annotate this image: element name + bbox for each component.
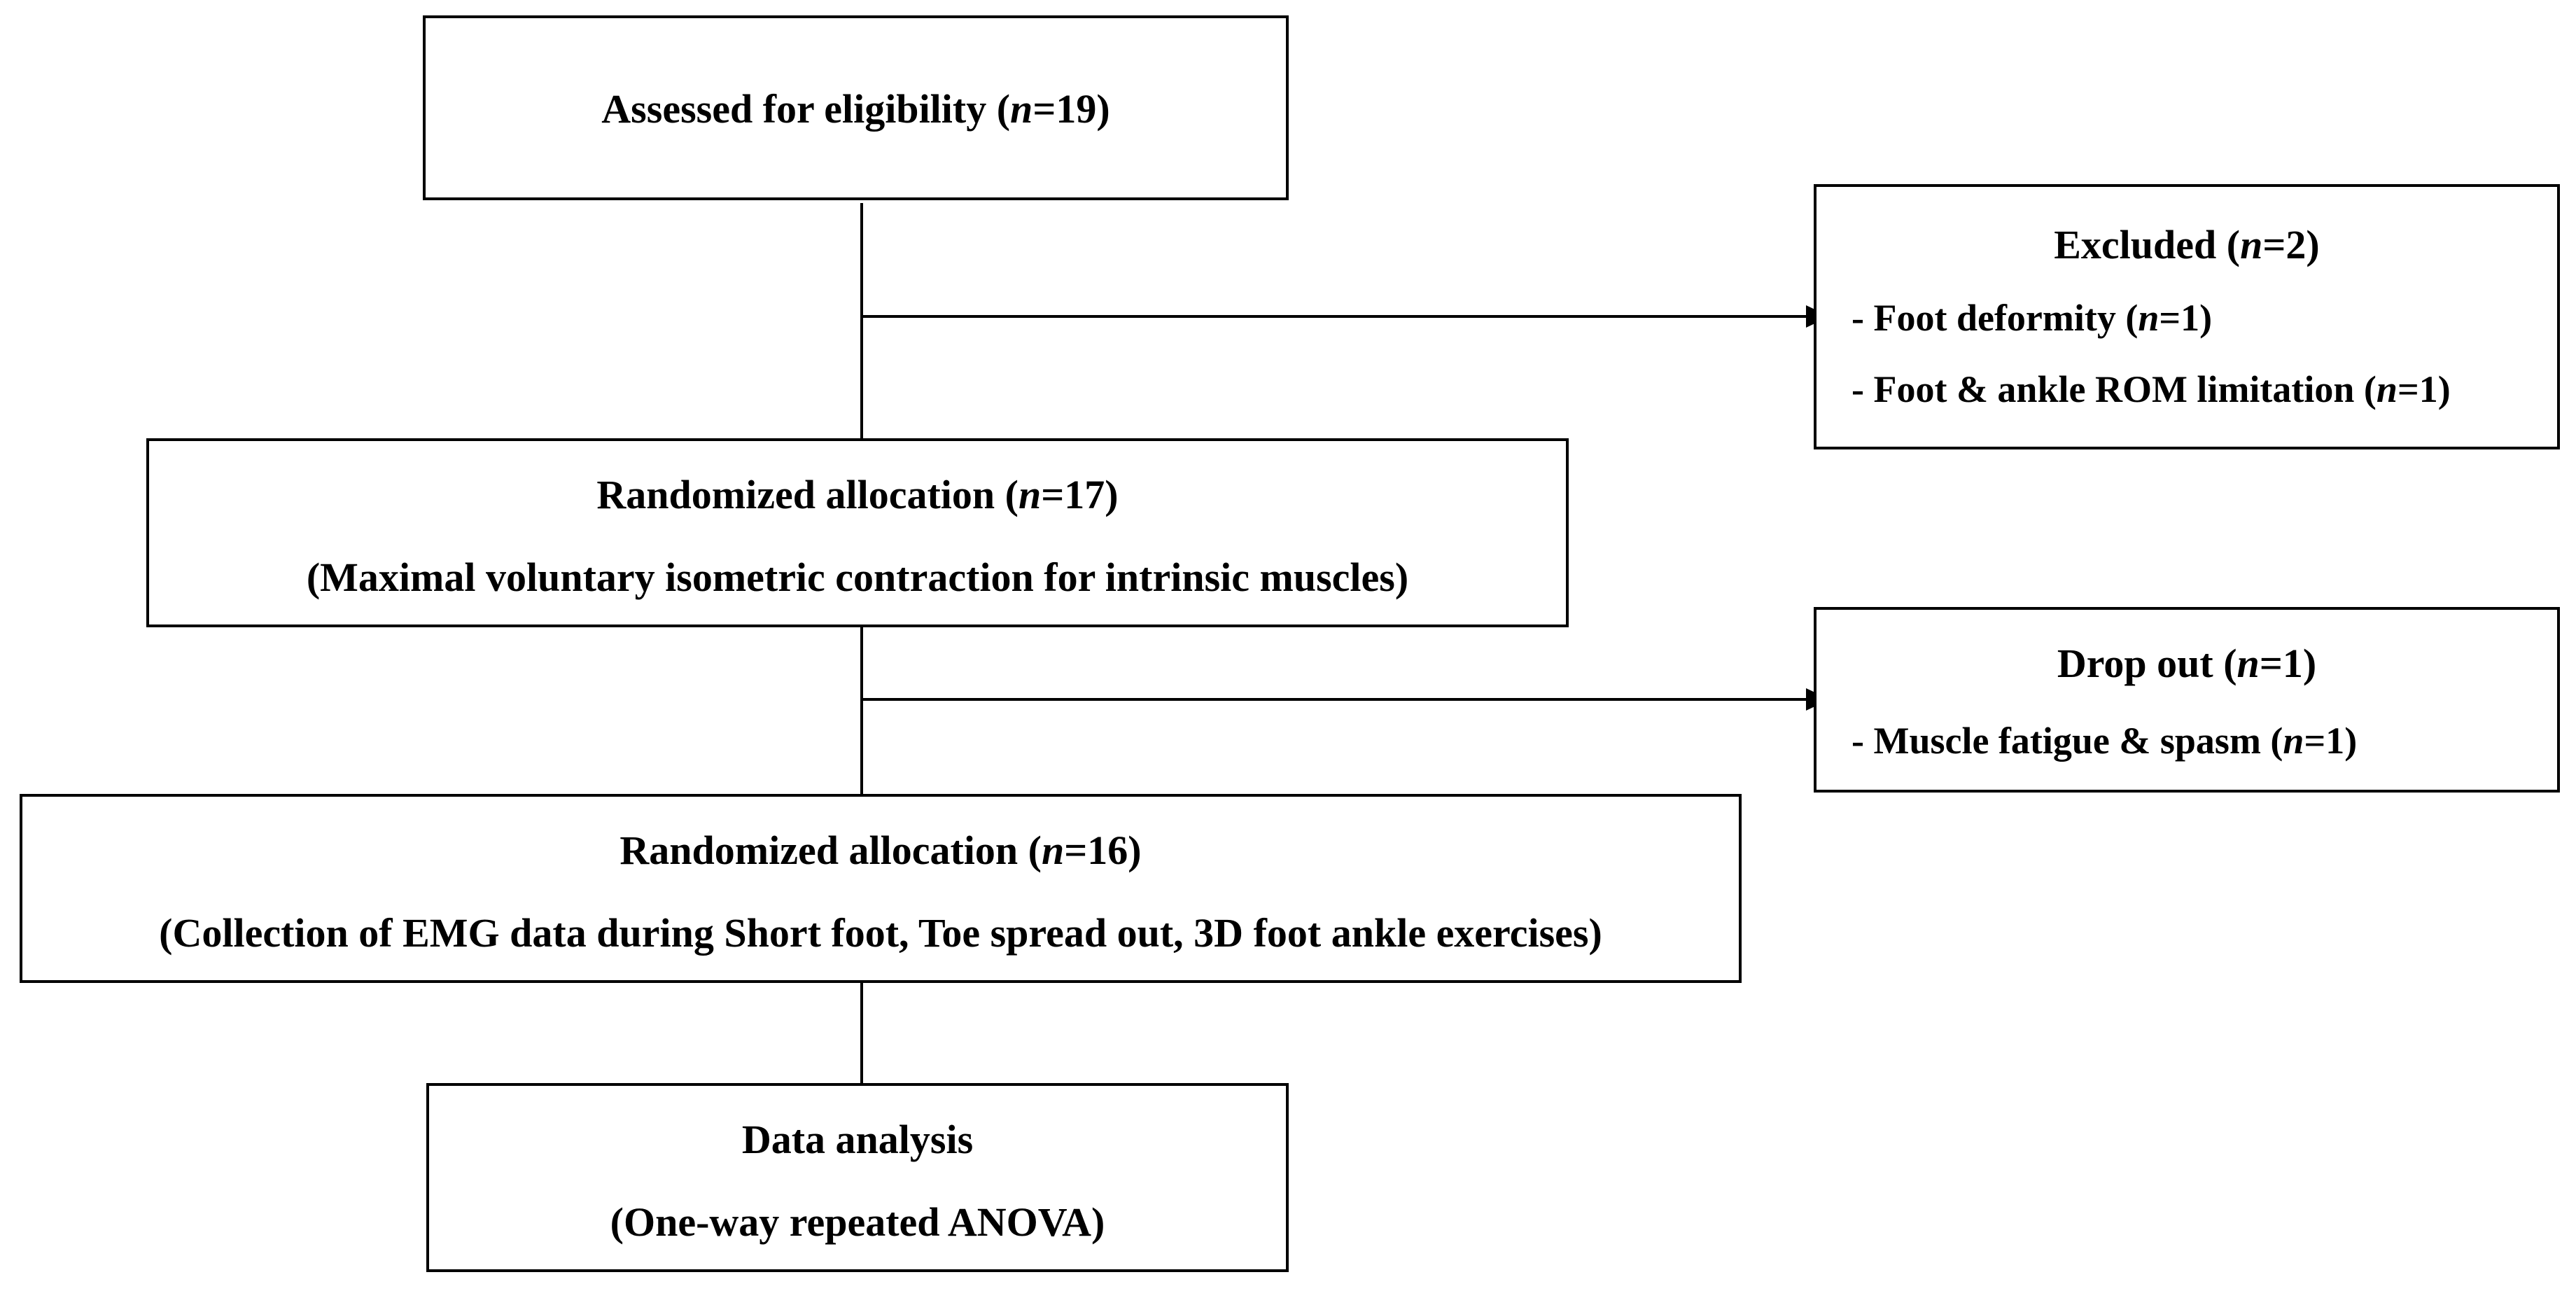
allocation-1-count: =17) (1041, 472, 1119, 517)
assessed-box: Assessed for eligibility (n=19) (423, 15, 1289, 200)
excluded-title-pre: Excluded ( (2054, 222, 2241, 267)
assessed-text-pre: Assessed for eligibility ( (601, 86, 1011, 132)
excluded-title: Excluded (n=2) (1816, 221, 2557, 270)
dropout-reason-1: - Muscle fatigue & spasm (n=1) (1851, 716, 2357, 765)
excluded-box: Excluded (n=2) - Foot deformity (n=1) - … (1814, 184, 2560, 449)
excluded-reason-2-count: =1) (2397, 368, 2451, 410)
excluded-count: =2) (2262, 222, 2320, 267)
assessed-n-var: n (1010, 86, 1033, 132)
allocation-2-box: Randomized allocation (n=16) (Collection… (20, 794, 1742, 983)
allocation-1-box: Randomized allocation (n=17) (Maximal vo… (146, 438, 1569, 627)
allocation-2-title-pre: Randomized allocation ( (620, 828, 1042, 873)
connector-to-dropout (860, 698, 1807, 701)
excluded-reason-2: - Foot & ankle ROM limitation (n=1) (1851, 365, 2451, 414)
analysis-box: Data analysis (One-way repeated ANOVA) (426, 1083, 1289, 1272)
dropout-n-var: n (2236, 641, 2260, 686)
connector-assessed-to-alloc1 (860, 203, 863, 441)
dropout-box: Drop out (n=1) - Muscle fatigue & spasm … (1814, 607, 2560, 793)
excluded-n-var: n (2240, 222, 2263, 267)
excluded-reason-2-pre: - Foot & ankle ROM limitation ( (1851, 368, 2376, 410)
allocation-2-n-var: n (1041, 828, 1065, 873)
excluded-reason-1-n-var: n (2138, 297, 2160, 339)
allocation-2-count: =16) (1064, 828, 1142, 873)
allocation-1-n-var: n (1018, 472, 1042, 517)
dropout-reason-1-count: =1) (2304, 720, 2358, 762)
allocation-1-title: Randomized allocation (n=17) (149, 470, 1566, 519)
dropout-count: =1) (2259, 641, 2317, 686)
analysis-method: (One-way repeated ANOVA) (610, 1199, 1105, 1245)
connector-alloc1-to-alloc2 (860, 627, 863, 795)
analysis-title: Data analysis (741, 1117, 974, 1162)
dropout-title: Drop out (n=1) (1816, 639, 2557, 688)
connector-alloc2-to-analysis (860, 983, 863, 1085)
excluded-reason-1: - Foot deformity (n=1) (1851, 293, 2212, 342)
assessed-count: =19) (1032, 86, 1110, 132)
connector-to-excluded (860, 315, 1807, 318)
excluded-reason-2-n-var: n (2376, 368, 2398, 410)
excluded-reason-1-count: =1) (2159, 297, 2213, 339)
allocation-1-description: (Maximal voluntary isometric contraction… (306, 554, 1409, 600)
allocation-1-title-pre: Randomized allocation ( (596, 472, 1018, 517)
dropout-reason-1-pre: - Muscle fatigue & spasm ( (1851, 720, 2283, 762)
assessed-text: Assessed for eligibility (n=19) (426, 85, 1286, 134)
dropout-reason-1-n-var: n (2283, 720, 2304, 762)
allocation-2-title: Randomized allocation (n=16) (22, 826, 1739, 875)
dropout-title-pre: Drop out ( (2057, 641, 2237, 686)
allocation-2-description: (Collection of EMG data during Short foo… (159, 910, 1602, 956)
excluded-reason-1-pre: - Foot deformity ( (1851, 297, 2138, 339)
